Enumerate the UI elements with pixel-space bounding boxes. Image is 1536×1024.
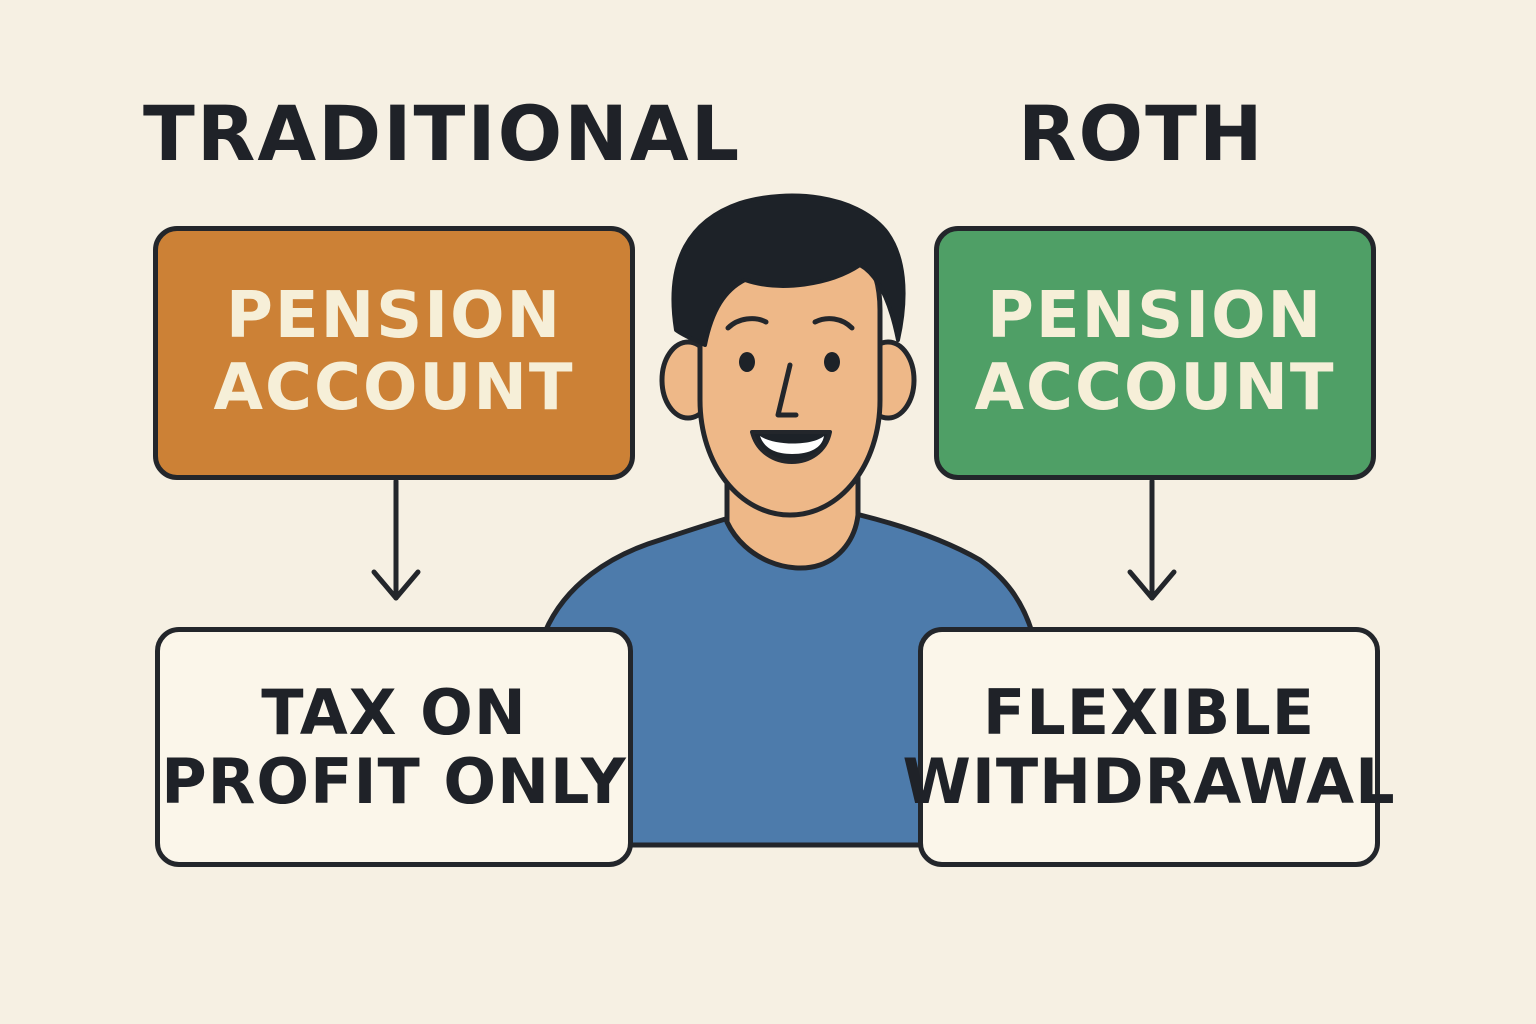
traditional-account-line-1: PENSION	[225, 279, 563, 354]
roth-down-arrow-icon	[1127, 478, 1177, 601]
roth-account-line-2: ACCOUNT	[974, 351, 1336, 425]
roth-pension-account-box: PENSION ACCOUNT	[934, 226, 1376, 480]
tax-on-profit-only-box: TAX ON PROFIT ONLY	[155, 627, 633, 867]
person-nose	[775, 362, 799, 418]
traditional-outcome-line-1: TAX ON	[261, 675, 527, 749]
person-teeth	[760, 436, 824, 454]
person-left-eyebrow	[725, 316, 769, 331]
roth-heading: ROTH	[1018, 89, 1265, 178]
traditional-down-arrow-icon	[371, 478, 421, 601]
traditional-pension-account-box: PENSION ACCOUNT	[153, 226, 635, 480]
traditional-outcome-line-2: PROFIT ONLY	[161, 745, 627, 818]
person-left-eye	[739, 352, 755, 372]
traditional-heading: TRADITIONAL	[143, 89, 742, 178]
traditional-account-line-2: ACCOUNT	[213, 351, 575, 425]
roth-outcome-line-1: FLEXIBLE	[982, 675, 1316, 749]
person-right-eye	[824, 352, 840, 372]
roth-account-line-1: PENSION	[986, 279, 1324, 354]
person-right-eyebrow	[812, 316, 855, 331]
flexible-withdrawal-box: FLEXIBLE WITHDRAWAL	[902, 627, 1395, 867]
roth-outcome-line-2: WITHDRAWAL	[902, 745, 1396, 818]
person-hair	[671, 193, 906, 347]
